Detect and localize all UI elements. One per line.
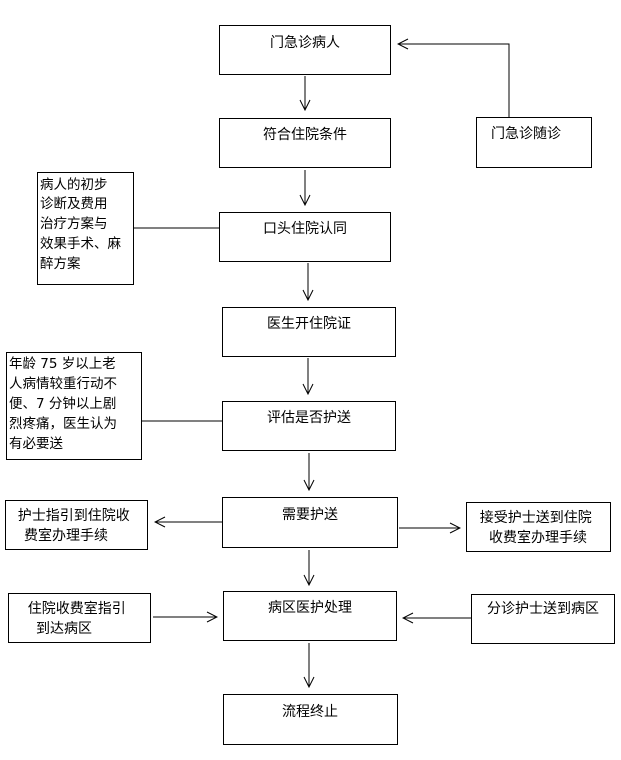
note-diagnosis-line: 治疗方案与	[40, 215, 108, 232]
note-escort-criteria: 年龄 75 岁以上老 人病情较重行动不 便、7 分钟以上剧 烈疼痛，医生认为 有…	[6, 352, 142, 460]
node-process-end: 流程终止	[223, 694, 398, 745]
note-escort-criteria-line: 年龄 75 岁以上老	[9, 356, 116, 372]
node-triage-escort-label: 分诊护士送到病区	[487, 601, 599, 617]
node-assess-escort-label: 评估是否护送	[267, 410, 351, 426]
node-assess-escort: 评估是否护送	[222, 401, 396, 451]
node-triage-escort: 分诊护士送到病区	[471, 594, 615, 644]
node-nurse-escort: 接受护士送到住院 收费室办理手续	[466, 502, 611, 552]
node-outpatient: 门急诊病人	[219, 25, 391, 75]
node-nurse-guide-text: 护士指引到住院收 费室办理手续	[18, 508, 134, 544]
node-admission-cert-label: 医生开住院证	[267, 316, 351, 332]
note-escort-criteria-line: 人病情较重行动不	[9, 376, 117, 392]
node-need-escort-label: 需要护送	[282, 507, 338, 523]
note-diagnosis: 病人的初步 诊断及费用 治疗方案与 效果手术、麻 醉方案	[37, 172, 134, 285]
note-escort-criteria-line: 烈疼痛，医生认为	[9, 415, 117, 432]
node-verbal-consent: 口头住院认同	[219, 212, 391, 262]
node-nurse-escort-line: 收费室办理手续	[489, 529, 587, 546]
node-eligible: 符合住院条件	[219, 118, 391, 168]
node-process-end-label: 流程终止	[282, 704, 338, 720]
node-er-followup: 门急诊随诊	[476, 117, 592, 168]
node-billing-guide-line: 到达病区	[36, 621, 92, 637]
node-billing-guide-line: 住院收费室指引	[28, 600, 126, 617]
note-escort-criteria-line: 有必要送	[9, 436, 63, 452]
note-diagnosis-line: 效果手术、麻	[40, 236, 121, 252]
node-need-escort: 需要护送	[222, 497, 398, 548]
node-ward-handling-label: 病区医护处理	[268, 600, 352, 616]
note-diagnosis-line: 醉方案	[40, 255, 81, 272]
node-billing-guide: 住院收费室指引 到达病区	[8, 593, 151, 643]
note-diagnosis-line: 诊断及费用	[40, 196, 108, 212]
node-nurse-escort-line: 接受护士送到住院	[480, 509, 592, 526]
node-admission-cert: 医生开住院证	[222, 307, 396, 357]
node-nurse-guide-line: 护士指引到住院收	[18, 508, 130, 524]
note-escort-criteria-text: 年龄 75 岁以上老 人病情较重行动不 便、7 分钟以上剧 烈疼痛，医生认为 有…	[9, 356, 121, 452]
node-eligible-label: 符合住院条件	[263, 126, 347, 143]
node-nurse-guide: 护士指引到住院收 费室办理手续	[5, 500, 148, 550]
arrow-followup-to-outpatient	[398, 44, 510, 117]
node-billing-guide-text: 住院收费室指引 到达病区	[28, 600, 130, 637]
node-outpatient-label: 门急诊病人	[270, 35, 340, 51]
note-escort-criteria-line: 便、7 分钟以上剧	[9, 395, 116, 412]
node-verbal-consent-label: 口头住院认同	[263, 221, 347, 237]
note-diagnosis-text: 病人的初步 诊断及费用 治疗方案与 效果手术、麻 醉方案	[40, 176, 125, 272]
node-nurse-guide-line: 费室办理手续	[24, 527, 108, 544]
node-ward-handling: 病区医护处理	[223, 591, 397, 641]
node-er-followup-label: 门急诊随诊	[491, 126, 561, 142]
note-diagnosis-line: 病人的初步	[40, 176, 108, 193]
node-nurse-escort-text: 接受护士送到住院 收费室办理手续	[480, 509, 596, 546]
